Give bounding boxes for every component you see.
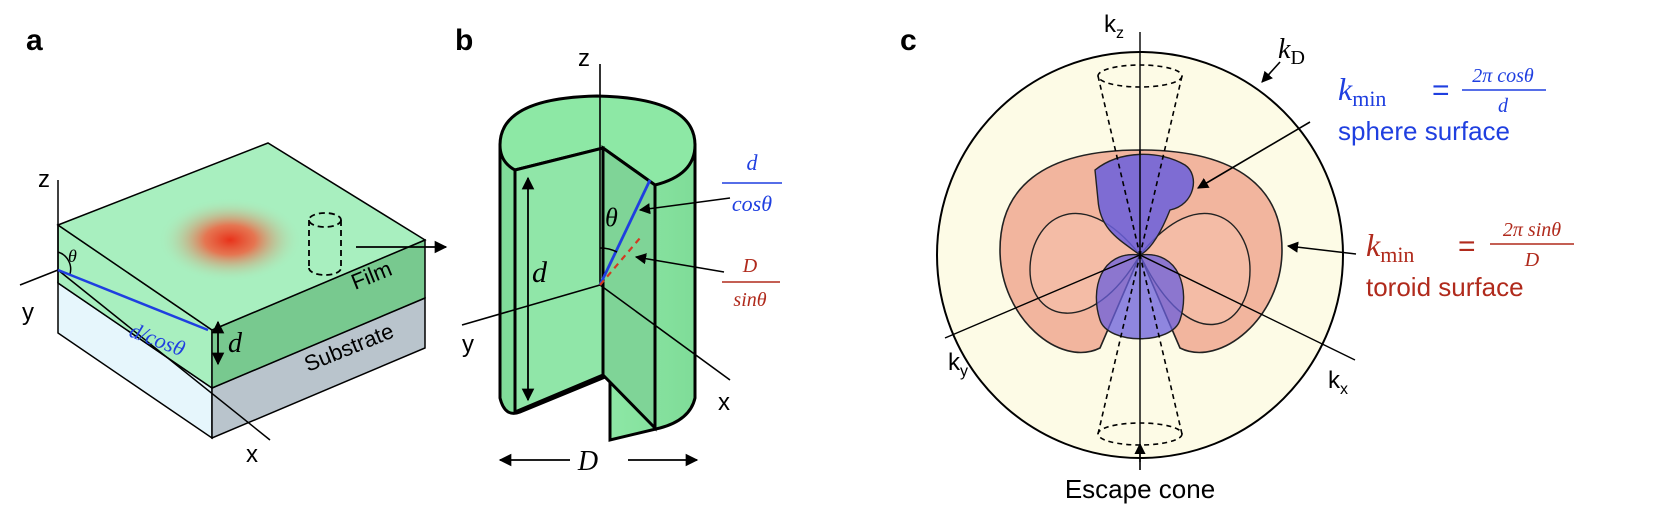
c-kD-pointer [1261, 61, 1281, 83]
b-frac2-pointer [634, 253, 725, 273]
c-kx-axis [1139, 254, 1356, 361]
a-theta-arc [57, 251, 72, 275]
c-kD-label: kD [1278, 34, 1305, 69]
c-eq1-pointer [1197, 121, 1311, 189]
c-eq1-num: 2π cosθ [1472, 65, 1534, 87]
cylinder-top [498, 94, 697, 187]
b-frac1-den: cosθ [732, 191, 772, 216]
b-frac2-num: D [742, 255, 758, 277]
c-eq1-lhs: kmin [1338, 71, 1386, 111]
panel-c-letter: c [900, 24, 917, 57]
a-theta-label: θ [68, 246, 77, 266]
b-blue-path [598, 179, 652, 286]
panel-a: a z y x θ d/cosθ d Film [19, 24, 448, 468]
a-y-label: y [22, 299, 34, 326]
c-eq2-caption: toroid surface [1366, 272, 1524, 302]
b-theta-label: θ [605, 203, 618, 232]
c-ky-label: ky [948, 349, 968, 380]
panel-a-letter: a [26, 24, 43, 57]
a-x-axis [57, 269, 271, 441]
c-eq2-den: D [1524, 249, 1540, 271]
cutout-right-face [601, 145, 657, 432]
b-frac2-den: sinθ [733, 289, 766, 311]
b-x-label: x [718, 389, 730, 416]
b-y-label: y [462, 331, 474, 358]
a-y-axis [19, 269, 59, 286]
b-height-label: d [532, 256, 548, 289]
c-eq1-equals: = [1432, 74, 1450, 107]
c-kz-label: kz [1104, 11, 1124, 42]
b-frac1-num: d [747, 150, 759, 175]
c-eq2-equals: = [1458, 230, 1476, 263]
panel-b: b z y x d θ D d cosθ D [455, 24, 782, 477]
hotspot [158, 198, 302, 282]
panel-b-letter: b [455, 24, 473, 57]
film-cylinder-element [308, 212, 342, 276]
c-eq2-pointer [1286, 241, 1357, 255]
c-ky-axis [944, 254, 1141, 339]
b-z-label: z [578, 45, 590, 72]
b-theta-arc [599, 247, 618, 253]
c-eq2-lhs: kmin [1366, 227, 1414, 267]
c-eq1-caption: sphere surface [1338, 116, 1510, 146]
a-z-label: z [38, 166, 50, 193]
panel-c: c kz ky kx [900, 11, 1574, 504]
a-thickness-label: d [228, 328, 243, 359]
c-kx-label: kx [1328, 367, 1348, 398]
c-eq1-den: d [1498, 95, 1509, 117]
b-x-axis [599, 284, 731, 381]
a-optical-path [57, 268, 209, 332]
c-escape-label: Escape cone [1065, 474, 1215, 504]
a-x-label: x [246, 441, 258, 468]
b-frac1-pointer [638, 197, 731, 215]
b-diameter-label: D [577, 446, 598, 477]
c-eq2-num: 2π sinθ [1503, 219, 1561, 241]
